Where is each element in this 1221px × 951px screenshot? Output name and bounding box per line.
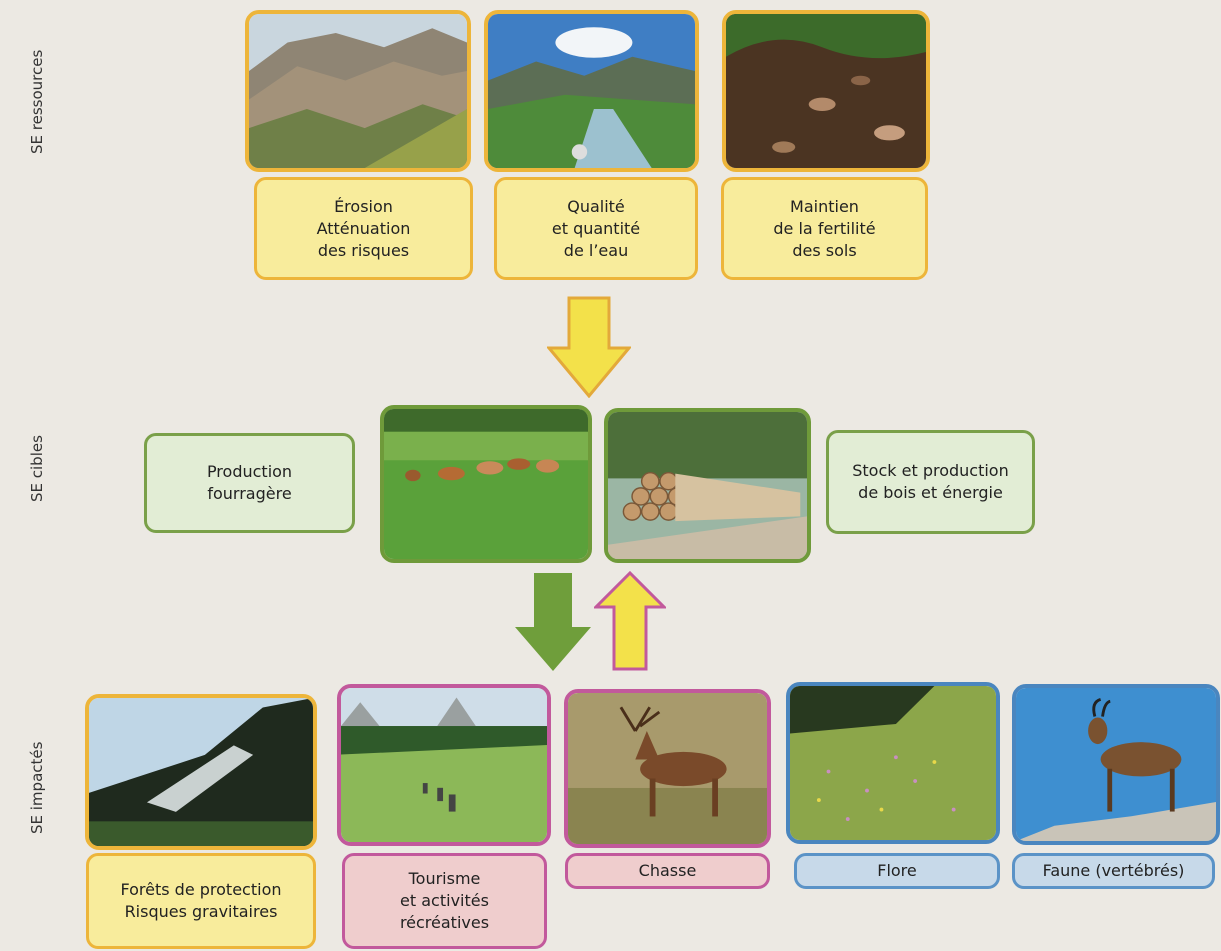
arrow-down-yellow-icon [547, 296, 631, 398]
label-protection-forests: Forêts de protection Risques gravitaires [86, 853, 316, 949]
photo-log-pile [604, 408, 811, 563]
photo-meadow-flowers [786, 682, 1000, 844]
row-label-resources: SE ressources [28, 49, 46, 154]
arrow-down-green-icon [515, 573, 591, 671]
photo-chamois [1012, 684, 1220, 845]
photo-deer [564, 689, 771, 848]
label-wood-energy: Stock et production de bois et énergie [826, 430, 1035, 534]
label-fodder-production: Production fourragère [144, 433, 355, 533]
label-fauna: Faune (vertébrés) [1012, 853, 1215, 889]
photo-cows-pasture [380, 405, 592, 563]
photo-mountain-river [484, 10, 699, 172]
photo-hikers [337, 684, 551, 846]
label-erosion: Érosion Atténuation des risques [254, 177, 473, 280]
photo-soil [722, 10, 930, 172]
row-label-impacted: SE impactés [28, 741, 46, 834]
photo-mountain-erosion [245, 10, 471, 172]
arrow-up-yellow-icon [594, 571, 666, 671]
label-soil-fertility: Maintien de la fertilité des sols [721, 177, 928, 280]
label-flora: Flore [794, 853, 1000, 889]
label-tourism: Tourisme et activités récréatives [342, 853, 547, 949]
label-water: Qualité et quantité de l’eau [494, 177, 698, 280]
photo-forest-slope [85, 694, 317, 850]
row-label-targets: SE cibles [28, 435, 46, 502]
label-hunting: Chasse [565, 853, 770, 889]
